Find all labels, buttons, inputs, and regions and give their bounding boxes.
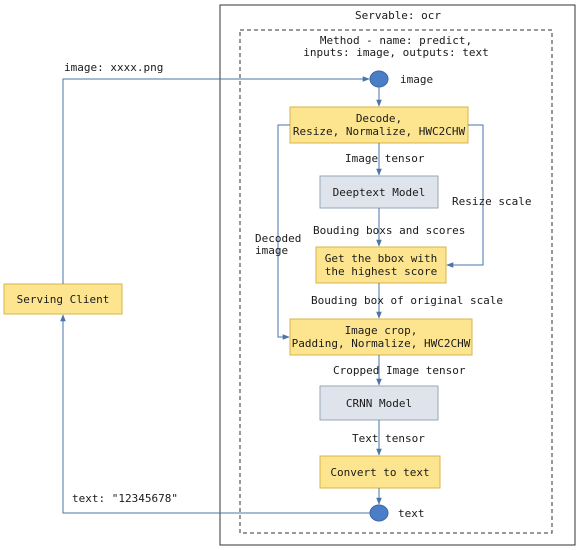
- edge-decode-to-imagecrop: [277, 124, 290, 340]
- method-title-line1: Method - name: predict,: [320, 34, 472, 47]
- convert-to-text-label: Convert to text: [330, 466, 429, 479]
- edge-client-to-image: [62, 76, 370, 284]
- output-text-label: text: [398, 507, 425, 520]
- edge-label-cropped-tensor: Cropped Image tensor: [333, 364, 466, 377]
- method-container: [239, 29, 553, 534]
- edge-label-text-tensor: Text tensor: [352, 432, 425, 445]
- get-bbox-label-line2: the highest score: [325, 265, 438, 278]
- get-bbox-label-line1: Get the bbox with: [325, 252, 438, 265]
- decode-label-line2: Resize, Normalize, HWC2CHW: [293, 125, 466, 138]
- edge-label-decoded-line1: Decoded: [255, 232, 301, 245]
- image-crop-label-line1: Image crop,: [345, 324, 418, 337]
- output-text-node: [369, 504, 389, 522]
- edge-decode-to-getbbox: [446, 124, 484, 268]
- input-image-label: image: [400, 73, 433, 86]
- deeptext-model-label: Deeptext Model: [333, 186, 426, 199]
- edge-label-resize-scale: Resize scale: [452, 195, 531, 208]
- decode-label-line1: Decode,: [356, 112, 402, 125]
- image-crop-box[interactable]: [289, 318, 473, 356]
- edge-label-boxes-scores: Bouding boxs and scores: [313, 224, 465, 237]
- edge-label-decoded-line2: image: [255, 244, 288, 257]
- serving-client-box[interactable]: [3, 283, 123, 315]
- input-image-node: [369, 70, 389, 88]
- convert-to-text-box[interactable]: [319, 455, 441, 489]
- edge-text-to-client: [60, 314, 370, 514]
- edge-label-bbox-original: Bouding box of original scale: [311, 294, 503, 307]
- crnn-model-label: CRNN Model: [346, 397, 412, 410]
- edge-label-client-out: text: "12345678": [72, 492, 178, 505]
- serving-client-label: Serving Client: [17, 293, 110, 306]
- crnn-model-box[interactable]: [319, 385, 439, 421]
- edge-label-client-in: image: xxxx.png: [64, 61, 163, 74]
- servable-title: Servable: ocr: [355, 9, 441, 22]
- method-title-line2: inputs: image, outputs: text: [303, 46, 488, 59]
- image-crop-label-line2: Padding, Normalize, HWC2CHW: [292, 337, 471, 350]
- get-bbox-box[interactable]: [315, 246, 447, 284]
- edge-label-image-tensor: Image tensor: [345, 152, 425, 165]
